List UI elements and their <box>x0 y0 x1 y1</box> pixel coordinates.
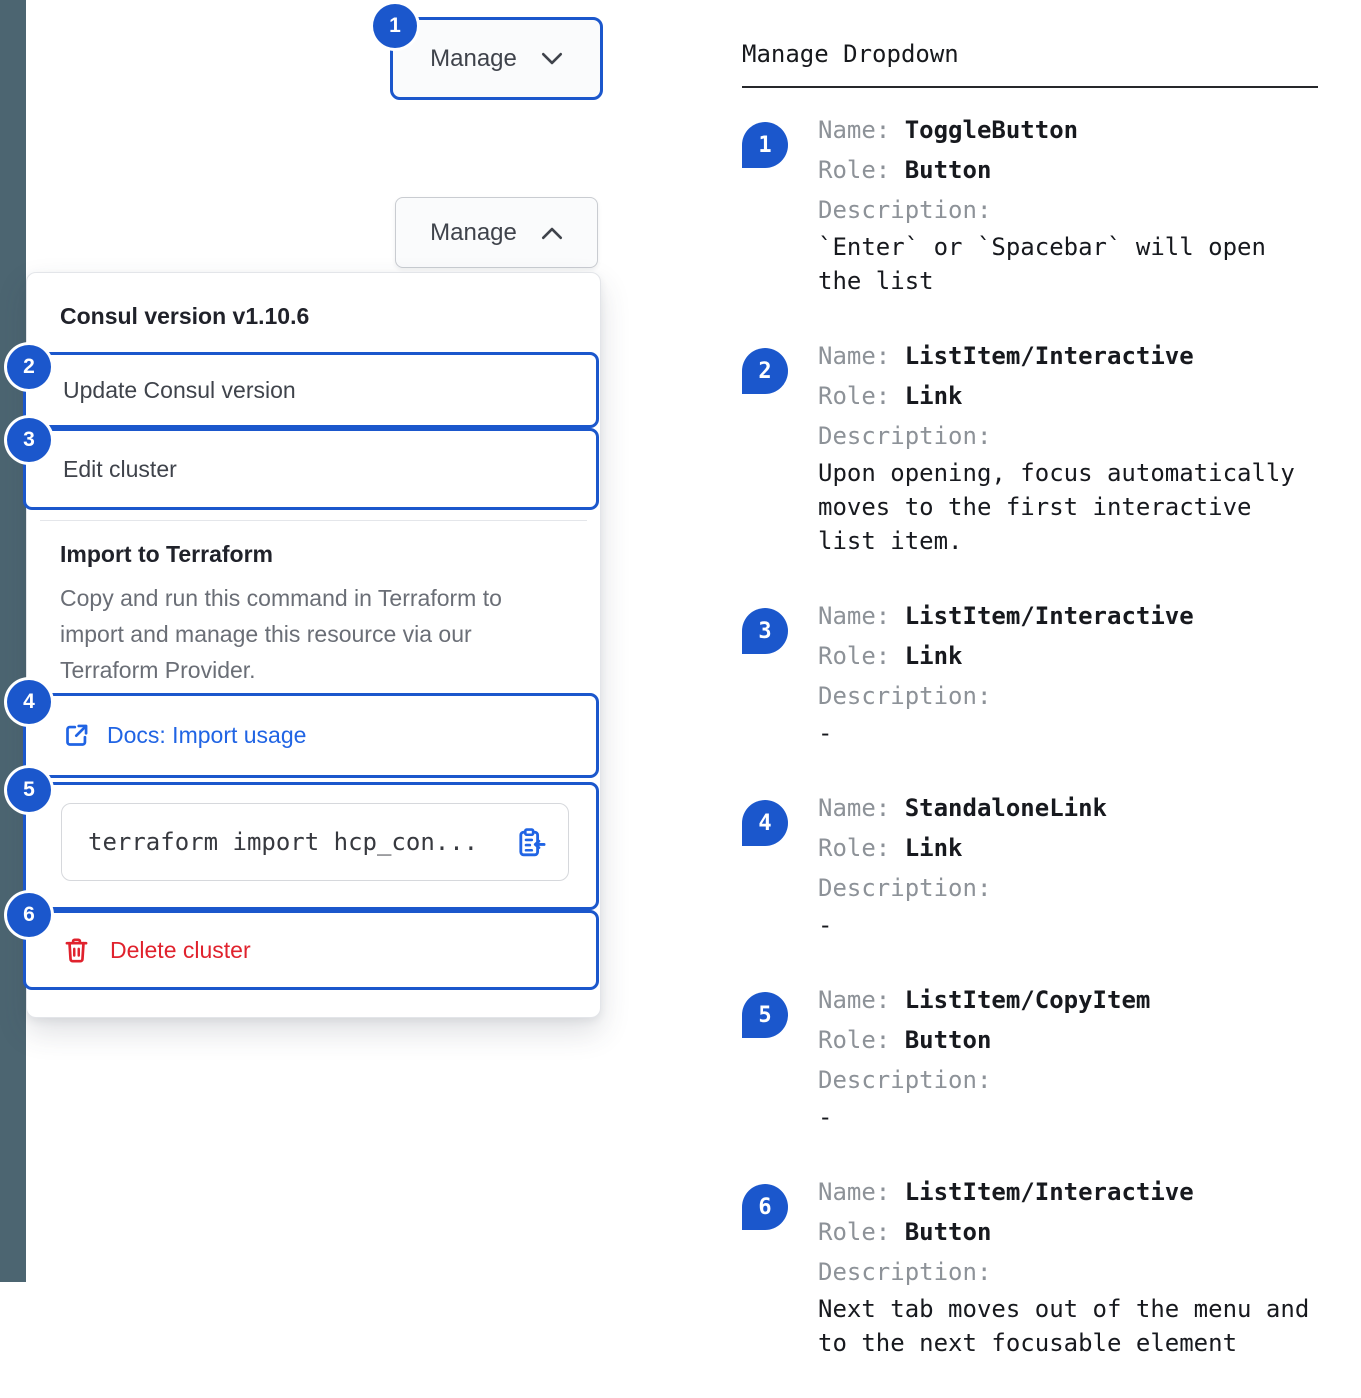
sidebar-edge-strip <box>0 0 26 1282</box>
role-label: Role: <box>818 834 891 862</box>
name-value: ListItem/Interactive <box>904 342 1194 370</box>
role-label: Role: <box>818 1218 891 1246</box>
spec-badge-4: 4 <box>742 800 788 846</box>
role-label: Role: <box>818 156 891 184</box>
external-link-icon <box>66 724 88 746</box>
spec-entry-6: 6 Name: ListItem/Interactive Role: Butto… <box>742 1172 1332 1360</box>
spec-badge-2: 2 <box>742 348 788 394</box>
menu-item-label: Edit cluster <box>63 455 177 482</box>
name-label: Name: <box>818 1178 891 1206</box>
docs-import-usage-link[interactable]: Docs: Import usage <box>23 693 599 778</box>
role-value: Button <box>904 1218 992 1246</box>
role-value: Link <box>904 382 963 410</box>
manage-toggle-label: Manage <box>430 44 517 72</box>
annotation-badge-6: 6 <box>7 893 51 937</box>
consul-version-header: Consul version v1.10.6 <box>60 303 310 329</box>
description-label: Description: <box>818 1258 992 1286</box>
annotation-badge-5: 5 <box>7 768 51 812</box>
role-label: Role: <box>818 642 891 670</box>
description-label: Description: <box>818 196 992 224</box>
menu-item-delete-cluster[interactable]: Delete cluster <box>23 910 599 990</box>
spec-entry-list: 1 Name: ToggleButton Role: Button Descri… <box>742 110 1332 1360</box>
annotation-badge-4: 4 <box>7 680 51 724</box>
spec-badge-6: 6 <box>742 1184 788 1230</box>
manage-toggle-label: Manage <box>430 218 517 246</box>
menu-item-label: Update Consul version <box>63 376 296 403</box>
terraform-command-field[interactable]: terraform import hcp_con... <box>61 803 569 881</box>
description-value: - <box>818 1103 833 1131</box>
menu-divider <box>40 520 587 521</box>
name-label: Name: <box>818 342 891 370</box>
spec-entry-2: 2 Name: ListItem/Interactive Role: Link … <box>742 336 1332 558</box>
chevron-up-icon <box>541 227 562 239</box>
name-value: ListItem/CopyItem <box>904 986 1151 1014</box>
description-value: - <box>818 719 833 747</box>
trash-icon <box>65 937 88 963</box>
manage-toggle-button-closed[interactable]: Manage <box>390 17 603 100</box>
role-label: Role: <box>818 1026 891 1054</box>
description-label: Description: <box>818 874 992 902</box>
chevron-down-icon <box>541 52 562 64</box>
description-value: Upon opening, focus automatically moves … <box>818 459 1295 555</box>
annotation-badge-1: 1 <box>373 4 417 48</box>
spec-entry-1: 1 Name: ToggleButton Role: Button Descri… <box>742 110 1332 298</box>
description-label: Description: <box>818 682 992 710</box>
description-value: - <box>818 911 833 939</box>
menu-item-update-consul-version[interactable]: Update Consul version <box>23 352 599 428</box>
docs-link-label: Docs: Import usage <box>107 722 307 748</box>
role-value: Link <box>904 834 963 862</box>
description-value: Next tab moves out of the menu and to th… <box>818 1295 1310 1357</box>
spec-entry-4: 4 Name: StandaloneLink Role: Link Descri… <box>742 788 1332 942</box>
name-label: Name: <box>818 116 891 144</box>
manage-toggle-button-open[interactable]: Manage <box>395 197 598 268</box>
delete-cluster-label: Delete cluster <box>110 936 251 963</box>
name-value: ListItem/Interactive <box>904 602 1194 630</box>
menu-item-edit-cluster[interactable]: Edit cluster <box>23 428 599 510</box>
name-label: Name: <box>818 794 891 822</box>
terraform-command-text: terraform import hcp_con... <box>88 828 479 856</box>
name-value: ListItem/Interactive <box>904 1178 1194 1206</box>
copy-command-item[interactable]: terraform import hcp_con... <box>23 782 599 910</box>
role-value: Button <box>904 1026 992 1054</box>
description-label: Description: <box>818 422 992 450</box>
name-label: Name: <box>818 986 891 1014</box>
spec-title: Manage Dropdown <box>742 40 959 68</box>
clipboard-copy-icon[interactable] <box>515 827 546 858</box>
spec-entry-3: 3 Name: ListItem/Interactive Role: Link … <box>742 596 1332 750</box>
import-terraform-description: Copy and run this command in Terraform t… <box>60 585 502 683</box>
role-label: Role: <box>818 382 891 410</box>
name-value: StandaloneLink <box>904 794 1107 822</box>
description-value: `Enter` or `Spacebar` will open the list <box>818 233 1266 295</box>
name-label: Name: <box>818 602 891 630</box>
annotation-badge-3: 3 <box>7 418 51 462</box>
role-value: Button <box>904 156 992 184</box>
spec-badge-5: 5 <box>742 992 788 1038</box>
role-value: Link <box>904 642 963 670</box>
annotation-badge-2: 2 <box>7 345 51 389</box>
spec-panel: Manage Dropdown 1 Name: ToggleButton Rol… <box>742 40 1332 1398</box>
spec-badge-1: 1 <box>742 122 788 168</box>
spec-entry-5: 5 Name: ListItem/CopyItem Role: Button D… <box>742 980 1332 1134</box>
spec-badge-3: 3 <box>742 608 788 654</box>
description-label: Description: <box>818 1066 992 1094</box>
spec-title-rule <box>742 86 1318 88</box>
import-terraform-heading: Import to Terraform <box>60 541 273 567</box>
name-value: ToggleButton <box>904 116 1079 144</box>
